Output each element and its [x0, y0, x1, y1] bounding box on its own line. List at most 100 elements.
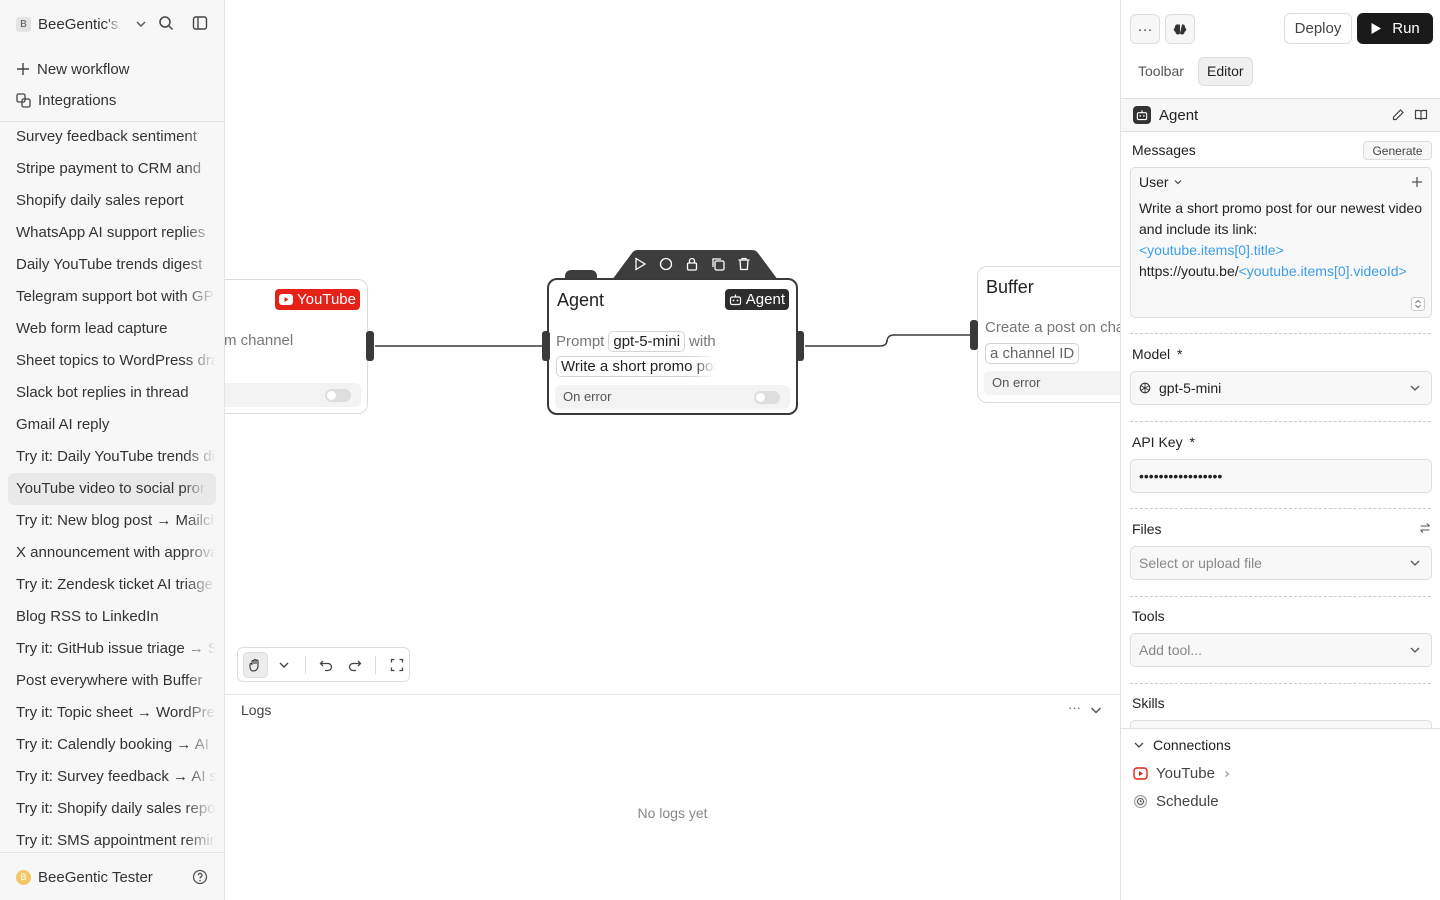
workflow-item[interactable]: Gmail AI reply [8, 409, 216, 441]
workflow-item[interactable]: Stripe payment to CRM and [8, 153, 216, 185]
agent-on-error: On error [555, 385, 790, 409]
workflow-item[interactable]: Shopify daily sales report [8, 185, 216, 217]
docs-book-icon[interactable] [1414, 108, 1428, 122]
workflow-item-label: Try it: SMS appointment reminders [16, 832, 216, 849]
integrations-button[interactable]: Integrations [16, 89, 116, 111]
workspace-switcher[interactable]: B BeeGentic's workspace [16, 12, 147, 36]
workflow-item[interactable]: Try it: Survey feedback → AI summary [8, 761, 216, 793]
buffer-node[interactable]: Buffer Create a post on channel a channe… [977, 266, 1120, 403]
api-key-input[interactable]: ••••••••••••••••• [1130, 459, 1432, 493]
connection-youtube[interactable]: YouTube [1133, 765, 1231, 782]
logs-more-button[interactable]: ··· [1068, 700, 1081, 715]
controls-divider-2 [375, 655, 377, 674]
workflow-item[interactable]: Try it: Topic sheet → WordPress [8, 697, 216, 729]
resize-handle-icon[interactable] [1411, 297, 1425, 311]
workflow-item[interactable]: Try it: Daily YouTube trends digest [8, 441, 216, 473]
message-text[interactable]: Write a short promo post for our newest … [1139, 198, 1427, 282]
workflow-item[interactable]: Daily YouTube trends digest [8, 249, 216, 281]
files-select[interactable]: Select or upload file [1130, 546, 1432, 580]
redo-icon[interactable] [342, 652, 367, 678]
more-button[interactable]: ··· [1130, 14, 1160, 44]
workflow-item[interactable]: Survey feedback sentiment [8, 121, 216, 153]
apikey-label: API Key * [1132, 434, 1195, 450]
controls-divider [304, 655, 306, 674]
youtube-output-handle[interactable] [366, 331, 374, 361]
toggle-node-icon[interactable] [658, 256, 674, 272]
fit-view-icon[interactable] [384, 652, 409, 678]
agent-node[interactable]: Agent Agent Prompt gpt-5-mini with Write… [547, 278, 798, 415]
workflow-item[interactable]: Sheet topics to WordPress drafts [8, 345, 216, 377]
message-url: https://youtu.be/ [1139, 263, 1239, 279]
tool-dropdown-icon[interactable] [272, 652, 297, 678]
logs-collapse-icon[interactable] [1089, 703, 1103, 717]
workflow-item-label: X announcement with approval [16, 544, 216, 561]
brain-icon [1173, 22, 1187, 36]
lock-icon[interactable] [684, 256, 700, 272]
buffer-input-handle[interactable] [970, 320, 978, 350]
add-message-icon[interactable] [1411, 176, 1423, 188]
help-icon[interactable] [192, 869, 208, 885]
workflow-item[interactable]: Try it: Zendesk ticket AI triage [8, 569, 216, 601]
workflow-item-label: Try it: GitHub issue triage → Slack [16, 640, 216, 657]
hand-tool-icon[interactable] [243, 651, 268, 678]
user-menu[interactable]: B BeeGentic Tester [16, 866, 208, 888]
block-title: Agent [1159, 107, 1199, 124]
agent-error-toggle[interactable] [754, 391, 780, 404]
copilot-button[interactable] [1165, 14, 1195, 44]
message-variable-videoid: <youtube.items[0].videoId> [1238, 263, 1407, 279]
prompt-chip-row: Write a short promo post [556, 356, 716, 377]
apikey-required-mark: * [1189, 434, 1195, 450]
tab-editor[interactable]: Editor [1198, 57, 1253, 86]
workflow-item[interactable]: Try it: SMS appointment reminders [8, 825, 216, 852]
workflow-item[interactable]: Telegram support bot with GPT [8, 281, 216, 313]
workflow-item[interactable]: Try it: Calendly booking → AI [8, 729, 216, 761]
run-button[interactable]: Run [1357, 13, 1433, 44]
workflow-item[interactable]: Post everywhere with Buffer [8, 665, 216, 697]
plus-icon [16, 62, 30, 76]
agent-input-handle[interactable] [542, 331, 550, 361]
message-variable-title: <youtube.items[0].title> [1139, 242, 1284, 258]
workflow-item[interactable]: WhatsApp AI support replies [8, 217, 216, 249]
new-workflow-button[interactable]: New workflow [16, 58, 130, 80]
agent-output-handle[interactable] [796, 331, 804, 361]
rename-icon[interactable] [1391, 108, 1405, 122]
workflow-item[interactable]: Web form lead capture [8, 313, 216, 345]
prompt-label: Prompt [556, 333, 605, 350]
sidebar-toggle-icon[interactable] [190, 13, 210, 33]
connections-toggle[interactable]: Connections [1133, 737, 1231, 753]
role-select[interactable]: User [1139, 174, 1183, 190]
trash-icon[interactable] [736, 256, 752, 272]
model-select[interactable]: gpt-5-mini [1130, 371, 1432, 405]
workflow-item[interactable]: Try it: Shopify daily sales report [8, 793, 216, 825]
search-icon[interactable] [156, 13, 176, 33]
model-required-mark: * [1177, 346, 1183, 362]
workflow-canvas[interactable]: YouTube m channel Agent Agent Prompt gpt… [225, 0, 1120, 694]
workflow-item[interactable]: Try it: New blog post → Mailchimp [8, 505, 216, 537]
youtube-node-footer [225, 383, 361, 407]
duplicate-icon[interactable] [710, 256, 726, 272]
chevron-down-icon [1173, 177, 1183, 187]
workflow-item[interactable]: Try it: GitHub issue triage → Slack [8, 633, 216, 665]
workflow-item[interactable]: X announcement with approval [8, 537, 216, 569]
deploy-button[interactable]: Deploy [1284, 13, 1352, 44]
workflow-item[interactable]: YouTube video to social promo [8, 473, 216, 505]
youtube-node[interactable]: YouTube m channel [225, 279, 368, 414]
tab-toolbar[interactable]: Toolbar [1138, 63, 1184, 79]
run-node-icon[interactable] [632, 256, 648, 272]
workflow-item[interactable]: Blog RSS to LinkedIn [8, 601, 216, 633]
workflow-item-label: Try it: Calendly booking → AI [16, 736, 209, 753]
youtube-error-toggle[interactable] [325, 389, 351, 402]
connections-section: Connections YouTube Schedule [1121, 728, 1440, 900]
switch-mode-icon[interactable] [1419, 522, 1431, 534]
divider [1130, 683, 1431, 684]
workflow-item[interactable]: Slack bot replies in thread [8, 377, 216, 409]
integrations-icon [16, 92, 31, 108]
skills-select[interactable] [1130, 720, 1432, 728]
logs-panel: Logs ··· No logs yet [225, 694, 1120, 900]
undo-icon[interactable] [314, 652, 339, 678]
connection-schedule[interactable]: Schedule [1133, 793, 1219, 810]
generate-button[interactable]: Generate [1363, 141, 1432, 160]
role-label: User [1139, 174, 1169, 190]
tools-select[interactable]: Add tool... [1130, 633, 1432, 667]
message-editor[interactable]: User Write a short promo post for our ne… [1130, 167, 1432, 318]
